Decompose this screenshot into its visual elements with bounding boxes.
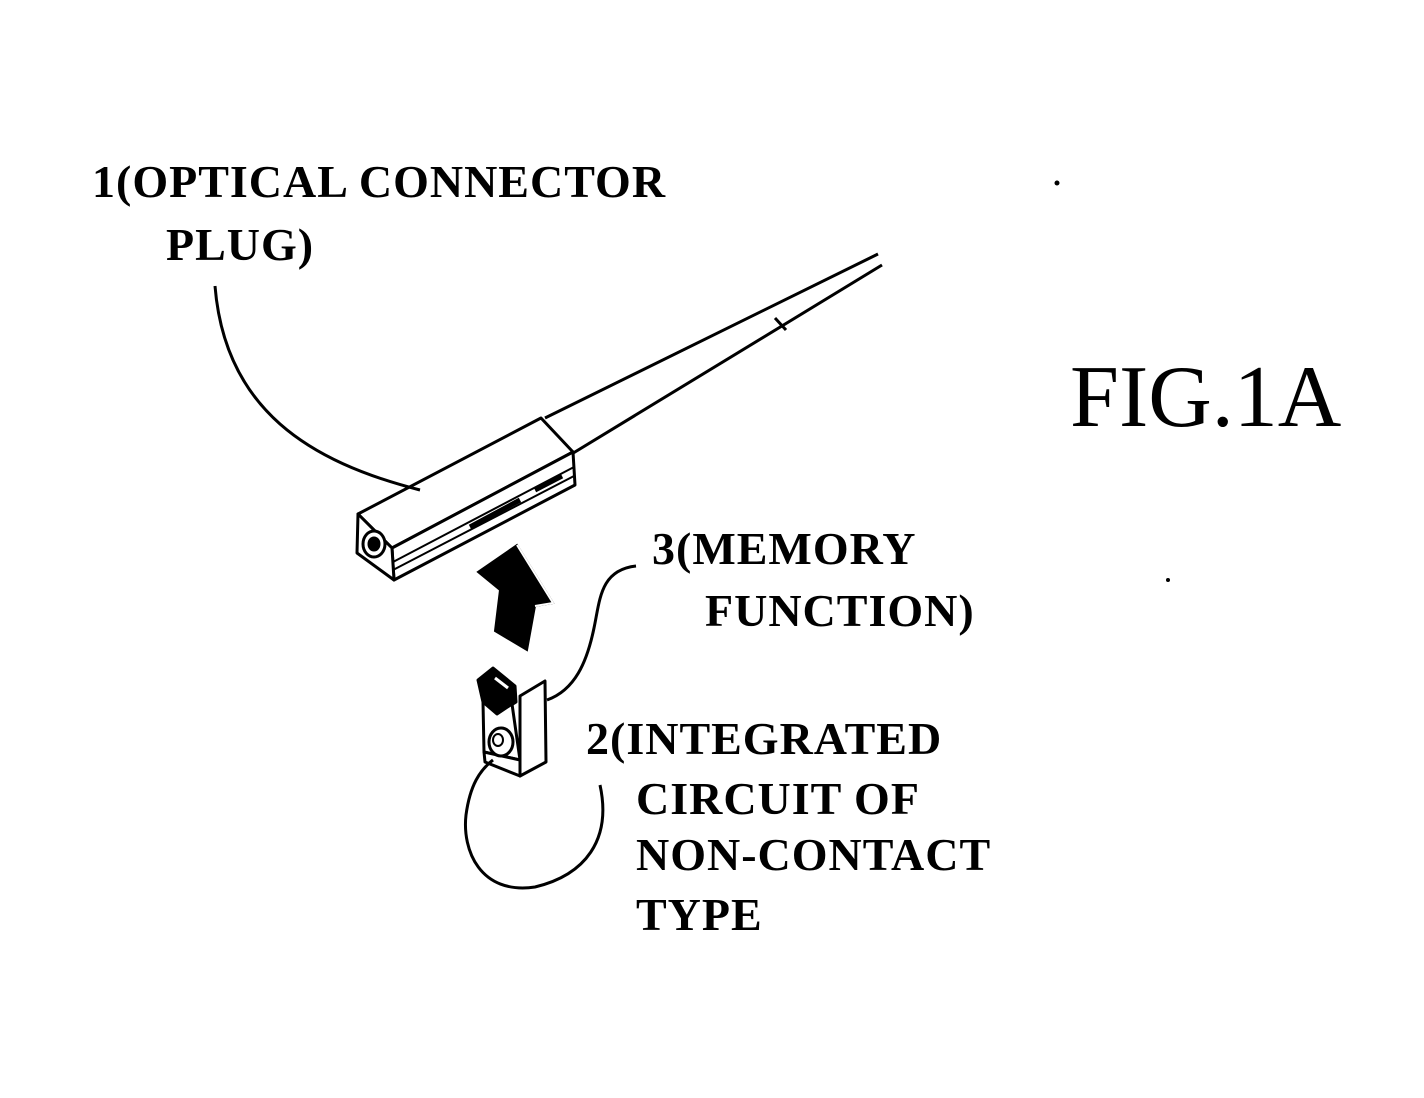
label-integrated-circuit-line3: NON-CONTACT [636,828,991,882]
label-memory-function-line2: FUNCTION) [705,584,975,638]
figure-label: FIG.1A [1070,350,1341,446]
label-integrated-circuit-line2: CIRCUIT OF [636,772,920,826]
label-memory-function-line1: 3(MEMORY [652,522,916,576]
optical-fiber-cable [545,254,882,455]
insertion-arrow-icon [478,545,553,650]
integrated-circuit-drawing [478,668,546,776]
speck [1166,578,1170,582]
optical-connector-plug-drawing [357,418,575,580]
label-optical-connector-plug-line2: PLUG) [166,218,314,272]
label-optical-connector-plug-line1: 1(OPTICAL CONNECTOR [92,155,666,209]
label-integrated-circuit-line4: TYPE [636,888,763,942]
leader-lines [215,286,636,888]
label-integrated-circuit-line1: 2(INTEGRATED [586,712,942,766]
speck [1055,181,1060,186]
